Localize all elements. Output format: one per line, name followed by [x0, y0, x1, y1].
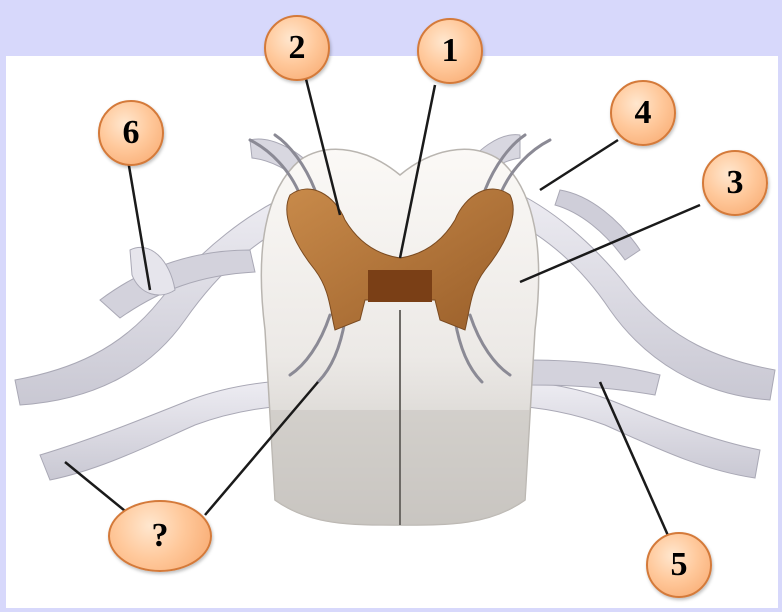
label-3: 3 — [702, 150, 768, 216]
label-unknown: ? — [108, 500, 212, 572]
label-2: 2 — [264, 15, 330, 81]
central-canal-region — [368, 270, 432, 302]
label-4: 4 — [610, 80, 676, 146]
label-5: 5 — [646, 532, 712, 598]
label-1: 1 — [417, 18, 483, 84]
label-6: 6 — [98, 100, 164, 166]
